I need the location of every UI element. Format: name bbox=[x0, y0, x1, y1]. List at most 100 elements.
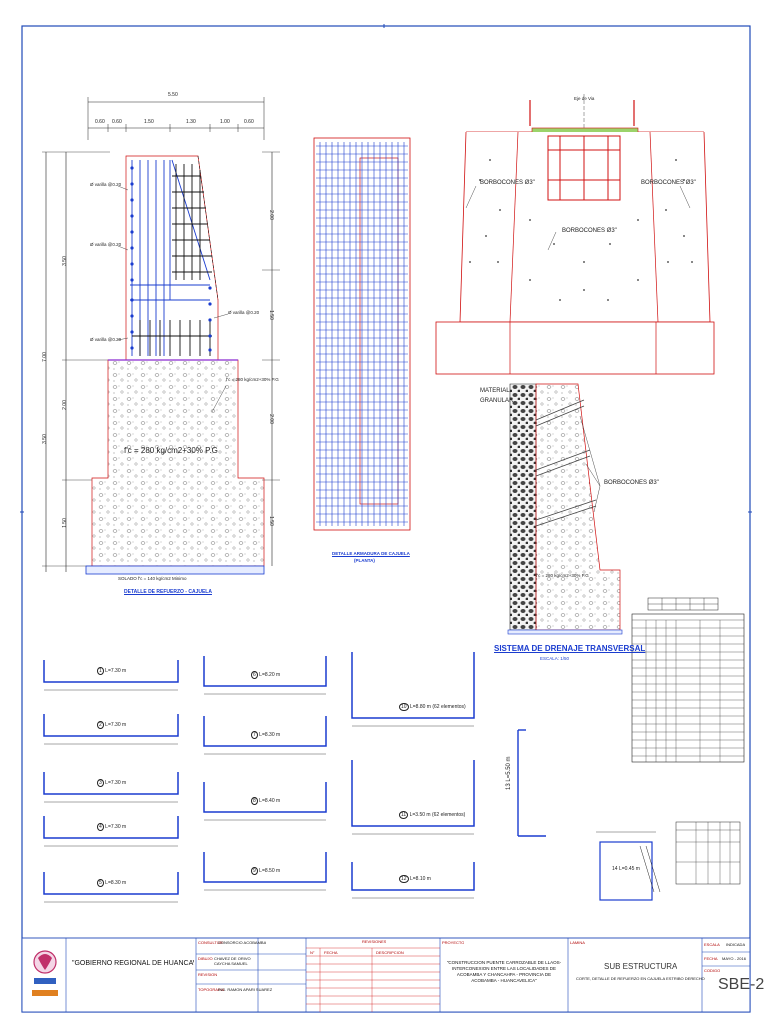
consultor-value: CONSORCIO ACOBAMBA bbox=[218, 940, 267, 945]
proyecto-value: "CONSTRUCCION PUENTE CARROZABLE DE LLAOS… bbox=[446, 960, 562, 983]
granular-label: GRANULAR bbox=[480, 398, 514, 404]
bar-13-label: 13 L=5.50 m bbox=[506, 756, 512, 790]
bar-note-3: Ø varilla @0.20 bbox=[90, 337, 122, 342]
codigo-label: CODIGO bbox=[704, 968, 721, 973]
bar-number: 7 bbox=[251, 731, 258, 739]
fc-small-label: f'c = 280 kg/cm2+30% P.G bbox=[226, 377, 279, 382]
armadura-subtitle: (PLANTA) bbox=[354, 558, 375, 563]
topografia-label: TOPOGRAFIA bbox=[198, 987, 225, 992]
bar-shape-col1-4 bbox=[43, 872, 179, 895]
bar-number: 2 bbox=[97, 721, 104, 729]
dim-width-6: 0.60 bbox=[244, 119, 254, 125]
dim-right-2: 1.50 bbox=[267, 310, 274, 320]
axis-label: Eje de Via bbox=[574, 96, 595, 101]
bar-label-col3-0: 10 L=8.80 m (62 elementos) bbox=[399, 703, 466, 711]
bar-number: 10 bbox=[399, 703, 409, 711]
bar-label-col1-1: 2 L=7.30 m bbox=[97, 721, 126, 729]
cajuela-detail bbox=[42, 97, 280, 575]
title-block bbox=[21, 937, 751, 1013]
bar-length: L=8.30 m bbox=[259, 732, 281, 738]
escala-value: INDICADA bbox=[726, 942, 746, 947]
bar-label-col1-3: 4 L=7.30 m bbox=[97, 823, 127, 831]
lamina-label: LAMINA bbox=[570, 940, 585, 945]
dibujo-value: CHAVEZ DE ORIVO CAYCHA SAMUEL bbox=[214, 956, 251, 966]
bar-note-1: Ø varilla @0.20 bbox=[90, 182, 122, 187]
dim-right-4: 1.50 bbox=[267, 516, 274, 526]
bar-note-2: Ø varilla @0.20 bbox=[90, 242, 122, 247]
dim-total-width: 5.50 bbox=[168, 92, 178, 98]
proyecto-label: PROYECTO bbox=[442, 940, 465, 945]
bar-shape-col1-3 bbox=[43, 816, 179, 839]
bar-shape-col2-1 bbox=[203, 716, 327, 747]
bar-number: 3 bbox=[97, 779, 104, 787]
bar-length: L=8.40 m bbox=[259, 798, 281, 804]
consultor-label: CONSULTOR bbox=[198, 940, 223, 945]
cajuela-title: DETALLE DE REFUERZO - CAJUELA bbox=[124, 589, 212, 595]
codigo-value: SBE-2 bbox=[718, 976, 765, 993]
rev-col-number: N° bbox=[310, 950, 315, 955]
lamina-subtitle: CORTE, DETALLE DE REFUERZO EN CAJUELA ES… bbox=[576, 976, 705, 981]
bar-label-col1-0: 1 L=7.30 m bbox=[97, 667, 127, 675]
fecha-label: FECHA bbox=[704, 956, 718, 961]
rev-col-desc: DESCRIPCION bbox=[376, 950, 404, 955]
drenaje-borbocones-label: BORBOCONES Ø3" bbox=[604, 480, 659, 486]
bar-shape-col1-1 bbox=[43, 714, 179, 737]
fecha-value: MAYO - 2016 bbox=[722, 956, 746, 961]
dim-width-4: 1.30 bbox=[186, 119, 196, 125]
dim-width-1: 0.60 bbox=[95, 119, 105, 125]
bar-length: L=8.10 m bbox=[409, 876, 431, 882]
bar-label-col2-1: 7 L=8.30 m bbox=[251, 731, 281, 739]
revision-label: REVISION bbox=[198, 972, 218, 977]
dim-width-3: 1.50 bbox=[144, 119, 154, 125]
topografia-value: ING. RAMON APARI SUAREZ bbox=[218, 987, 273, 992]
dim-right-3: 2.00 bbox=[267, 414, 274, 424]
fc-label: f'c = 280 kg/cm2+30% P.G bbox=[124, 446, 218, 455]
abutment-elevation bbox=[435, 94, 715, 375]
dim-width-5: 1.00 bbox=[220, 119, 230, 125]
rev-col-date: FECHA bbox=[324, 950, 338, 955]
stirrup-shape bbox=[596, 831, 661, 901]
drenaje-title: SISTEMA DE DRENAJE TRANSVERSAL bbox=[494, 644, 646, 653]
dim-left-2: 2.00 bbox=[61, 400, 68, 410]
armadura-plan bbox=[313, 137, 411, 531]
bar-label-col2-3: 9 L=8.50 m bbox=[251, 867, 281, 875]
drenaje-fc-label: f'c = 280 kg/cm2+30% P.G bbox=[536, 573, 589, 578]
bar-number: 11 bbox=[399, 811, 409, 819]
bar-13-number: 13 bbox=[506, 783, 512, 790]
revisiones-title: REVISIONES bbox=[362, 939, 387, 944]
dim-right-1: 2.00 bbox=[267, 210, 274, 220]
bar-shape-col3-1 bbox=[351, 760, 475, 827]
bar-number: 5 bbox=[97, 879, 104, 887]
bar-schedule bbox=[43, 652, 475, 903]
bar-number: 6 bbox=[251, 671, 258, 679]
bar-number: 4 bbox=[97, 823, 104, 831]
dim-left-1: 3.50 bbox=[61, 256, 68, 266]
bar-number: 9 bbox=[251, 867, 258, 875]
drainage-section bbox=[507, 383, 623, 635]
bar-label-col2-0: 6 L=8.20 m bbox=[251, 671, 280, 679]
bar-length: L=7.30 m bbox=[105, 780, 127, 786]
bar-label-col1-2: 3 L=7.30 m bbox=[97, 779, 127, 787]
lamina-title: SUB ESTRUCTURA bbox=[604, 962, 678, 971]
dim-left-total: 7.00 bbox=[41, 352, 48, 362]
org-name: "GOBIERNO REGIONAL DE HUANCAVELICA" bbox=[72, 960, 194, 967]
stirrup-length: L=0.45 m bbox=[618, 866, 640, 872]
bar-13-shape bbox=[517, 729, 546, 837]
armadura-title: DETALLE ARMADURA DE CAJUELA bbox=[332, 551, 410, 556]
bar-note-4: Ø varilla @0.20 bbox=[228, 310, 260, 315]
bar-13-length: L=5.50 m bbox=[506, 756, 512, 782]
bar-shape-col3-0 bbox=[351, 652, 475, 719]
bar-length: L=7.30 m bbox=[105, 824, 127, 830]
solado-label: SOLADO f'c = 140 kg/cm2 Minimo bbox=[118, 576, 187, 581]
bar-number: 1 bbox=[97, 667, 104, 675]
bar-number: 12 bbox=[399, 875, 409, 883]
bar-shape-col2-3 bbox=[203, 852, 327, 883]
bar-length: L=8.50 m bbox=[259, 868, 281, 874]
bar-label-col1-4: 5 L=8.30 m bbox=[97, 879, 126, 887]
dibujo-label: DIBUJO bbox=[198, 956, 213, 961]
stirrup-label: 14 L=0.45 m bbox=[612, 866, 640, 872]
material-label: MATERIAL bbox=[480, 388, 510, 394]
bar-shape-col2-0 bbox=[203, 656, 327, 687]
bar-length: L=7.30 m bbox=[105, 668, 127, 674]
borbocones-center-label: BORBOCONES Ø3" bbox=[562, 228, 617, 234]
